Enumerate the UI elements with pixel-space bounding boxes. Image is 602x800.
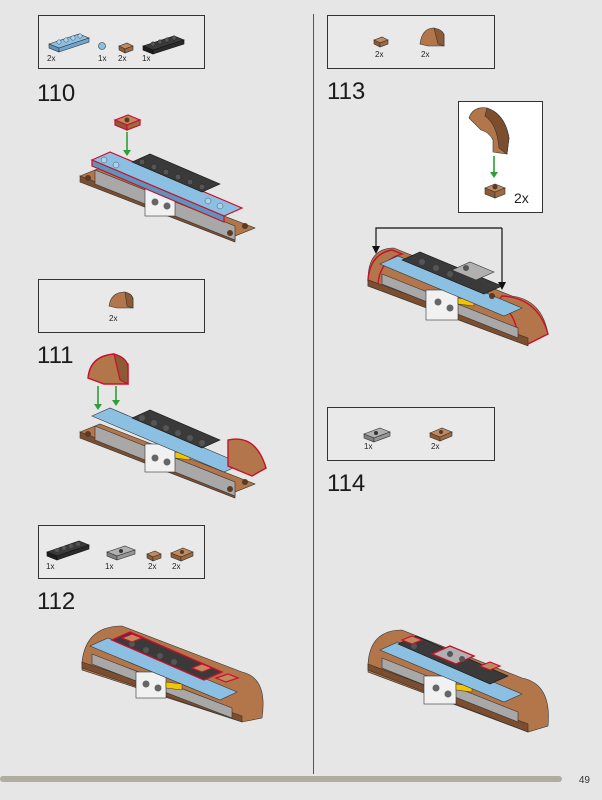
part-qty: 2x (172, 562, 181, 571)
parts-icons (373, 27, 445, 48)
part-qty: 2x (47, 54, 56, 63)
part-qty: 1x (142, 54, 151, 63)
callout-box: 2x (458, 101, 543, 213)
build-illustration-step-110 (79, 114, 256, 243)
grey-tile-icon (363, 427, 391, 443)
callout-arrow-icon (375, 227, 502, 248)
column-divider (313, 14, 314, 774)
parts-icons (363, 427, 453, 443)
step-number: 112 (37, 588, 76, 615)
callout-qty: 2x (514, 190, 529, 206)
step-number: 114 (327, 470, 366, 497)
tan-tile-icon (118, 42, 134, 54)
parts-box-step-113: 2x 2x (327, 15, 495, 69)
build-illustration-step-111 (79, 353, 267, 499)
black-plate-icon (46, 540, 90, 561)
build-illustration-step-112 (81, 625, 264, 723)
parts-box-step-114: 1x 2x (327, 407, 495, 461)
step-number: 113 (327, 78, 366, 105)
step-number: 111 (37, 342, 74, 369)
part-qty: 1x (98, 54, 107, 63)
curved-slope-icon (108, 291, 134, 309)
part-qty: 2x (109, 314, 118, 323)
part-qty: 2x (118, 54, 127, 63)
part-qty: 2x (431, 442, 440, 451)
parts-box-step-110: 2x 1x 2x 1x (38, 15, 205, 69)
step-number: 110 (37, 80, 76, 107)
round-stud-icon (98, 42, 106, 50)
callout-illustration (468, 107, 510, 199)
part-qty: 1x (46, 562, 55, 571)
curved-slope-icon (419, 27, 445, 47)
part-qty: 1x (364, 442, 373, 451)
build-illustration-step-114 (367, 629, 549, 733)
parts-box-step-112: 1x 1x 2x 2x (38, 525, 205, 579)
parts-icons (48, 33, 185, 55)
grey-tile-icon (106, 545, 136, 561)
part-qty: 2x (421, 50, 430, 59)
light-blue-plate-icon (48, 33, 90, 53)
black-plate-icon (142, 35, 185, 55)
parts-box-step-111: 2x (38, 279, 205, 333)
tan-tile-icon (146, 550, 162, 562)
page-progress-bar (0, 776, 562, 782)
page-number: 49 (578, 775, 590, 786)
part-qty: 2x (375, 50, 384, 59)
build-illustration-step-113 (367, 227, 549, 347)
parts-icons (46, 540, 194, 562)
part-qty: 1x (105, 562, 114, 571)
part-qty: 2x (148, 562, 157, 571)
tan-plate-icon (429, 427, 453, 442)
tan-plate-icon (170, 547, 194, 562)
tan-tile-icon (373, 36, 389, 48)
